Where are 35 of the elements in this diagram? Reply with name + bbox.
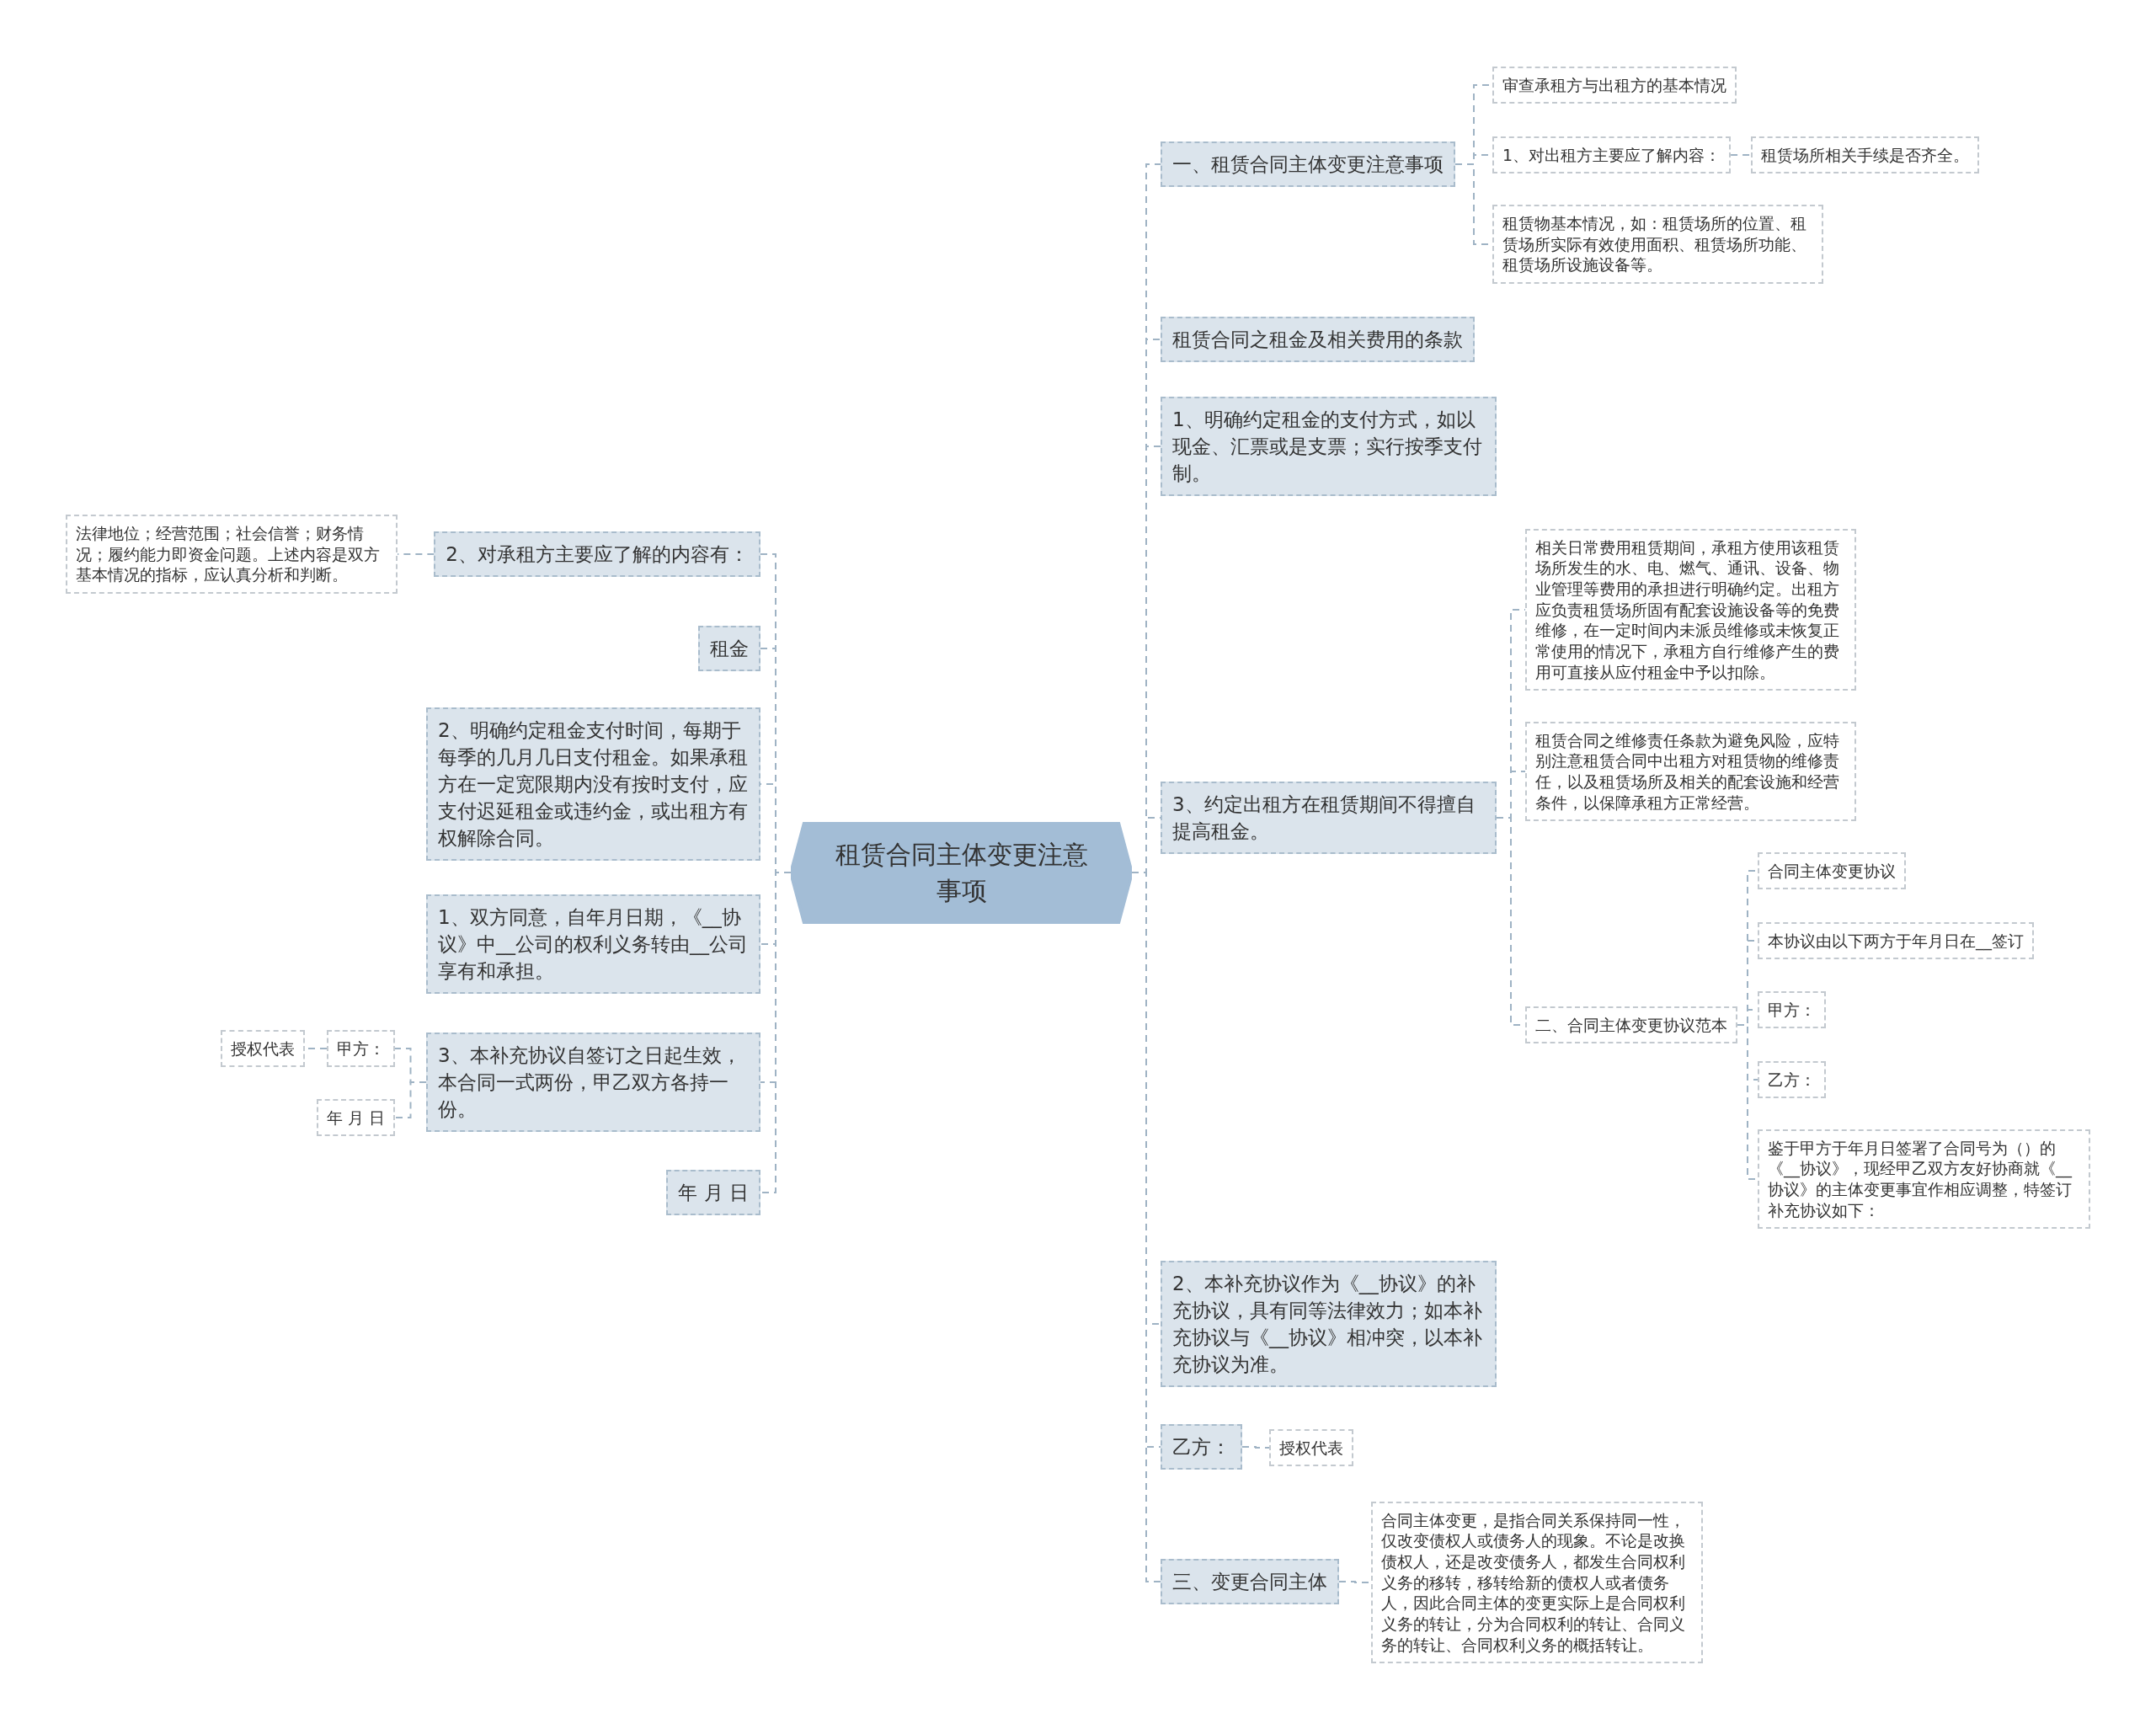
topic-box: 三、变更合同主体 [1161, 1558, 1339, 1605]
note-box: 合同主体变更，是指合同关系保持同一性，仅改变债权人或债务人的现象。不论是改换债权人，还是改变债务人，都发生合同权利义务的移转，移转给新的债权人或者债务人，因此合同主体的变更实际上是合同权利义务的转让，分为合同权利的转让、合同义务的转让、合同权利义务的概括转让。 [1371, 1501, 1703, 1664]
note-box: 租赁合同之维修责任条款为避免风险，应特别注意租赁合同中出租方对租赁物的维修责任，以及租赁场所及相关的配套设施和经营条件，以保障承租方正常经营。 [1525, 721, 1856, 822]
topic-box: 租金 [698, 625, 760, 672]
topic-box: 3、约定出租方在租赁期间不得擅自提高租金。 [1161, 781, 1497, 855]
topic-box: 租赁合同之租金及相关费用的条款 [1161, 316, 1475, 363]
note-box: 审查承租方与出租方的基本情况 [1492, 66, 1737, 104]
note-box: 本协议由以下两方于年月日在__签订 [1758, 921, 2034, 960]
central-topic: 租赁合同主体变更注意事项 [791, 821, 1132, 924]
note-box: 授权代表 [221, 1029, 305, 1068]
topic-box: 1、明确约定租金的支付方式，如以现金、汇票或是支票；实行按季支付制。 [1161, 396, 1497, 497]
note-box: 甲方： [327, 1029, 395, 1068]
note-box: 租赁场所相关手续是否齐全。 [1751, 136, 1979, 174]
note-box: 授权代表 [1269, 1428, 1353, 1467]
topic-box: 3、本补充协议自签订之日起生效，本合同一式两份，甲乙双方各持一份。 [426, 1032, 760, 1133]
note-box: 甲方： [1758, 990, 1826, 1029]
note-box: 合同主体变更协议 [1758, 851, 1906, 890]
topic-box: 乙方： [1161, 1423, 1242, 1470]
topic-box: 2、对承租方主要应了解的内容有： [434, 531, 760, 578]
note-box: 二、合同主体变更协议范本 [1525, 1006, 1737, 1044]
note-box: 1、对出租方主要应了解内容： [1492, 136, 1732, 174]
note-box: 乙方： [1758, 1060, 1826, 1099]
note-box: 法律地位；经营范围；社会信誉；财务情况；履约能力即资金问题。上述内容是双方基本情况的指标，应认真分析和判断。 [66, 514, 398, 595]
connector-line [1730, 154, 1752, 156]
topic-box: 一、租赁合同主体变更注意事项 [1161, 141, 1455, 188]
note-box: 年 月 日 [316, 1098, 395, 1137]
topic-box: 年 月 日 [666, 1169, 760, 1216]
connector-line [394, 1081, 427, 1118]
topic-box: 2、本补充协议作为《__协议》的补充协议，具有同等法律效力；如本补充协议与《__协议》相冲突，以本补充协议为准。 [1161, 1260, 1497, 1388]
note-box: 鉴于甲方于年月日签署了合同号为（）的《__协议》，现经甲乙双方友好协商就《__协议》的主体变更事宜作相应调整，特签订补充协议如下： [1758, 1129, 2090, 1230]
topic-box: 2、明确约定租金支付时间，每期于每季的几月几日支付租金。如果承租方在一定宽限期内没有按时支付，应支付迟延租金或违约金，或出租方有权解除合同。 [426, 707, 760, 862]
note-box: 租赁物基本情况，如：租赁场所的位置、租赁场所实际有效使用面积、租赁场所功能、租赁场所设施设备等。 [1492, 204, 1823, 285]
topic-box: 1、双方同意，自年月日期，《__协议》中__公司的权利义务转由__公司享有和承担。 [426, 894, 760, 995]
note-box: 相关日常费用租赁期间，承租方使用该租赁场所发生的水、电、燃气、通讯、设备、物业管理等费用的承担进行明确约定。出租方应负责租赁场所固有配套设施设备等的免费维修，在一定时间内未派员维修或未恢复正常使用的情况下，承租方自行维修产生的费用可直接从应付租金中予以扣除。 [1525, 528, 1856, 691]
connector-line [1241, 1446, 1270, 1449]
